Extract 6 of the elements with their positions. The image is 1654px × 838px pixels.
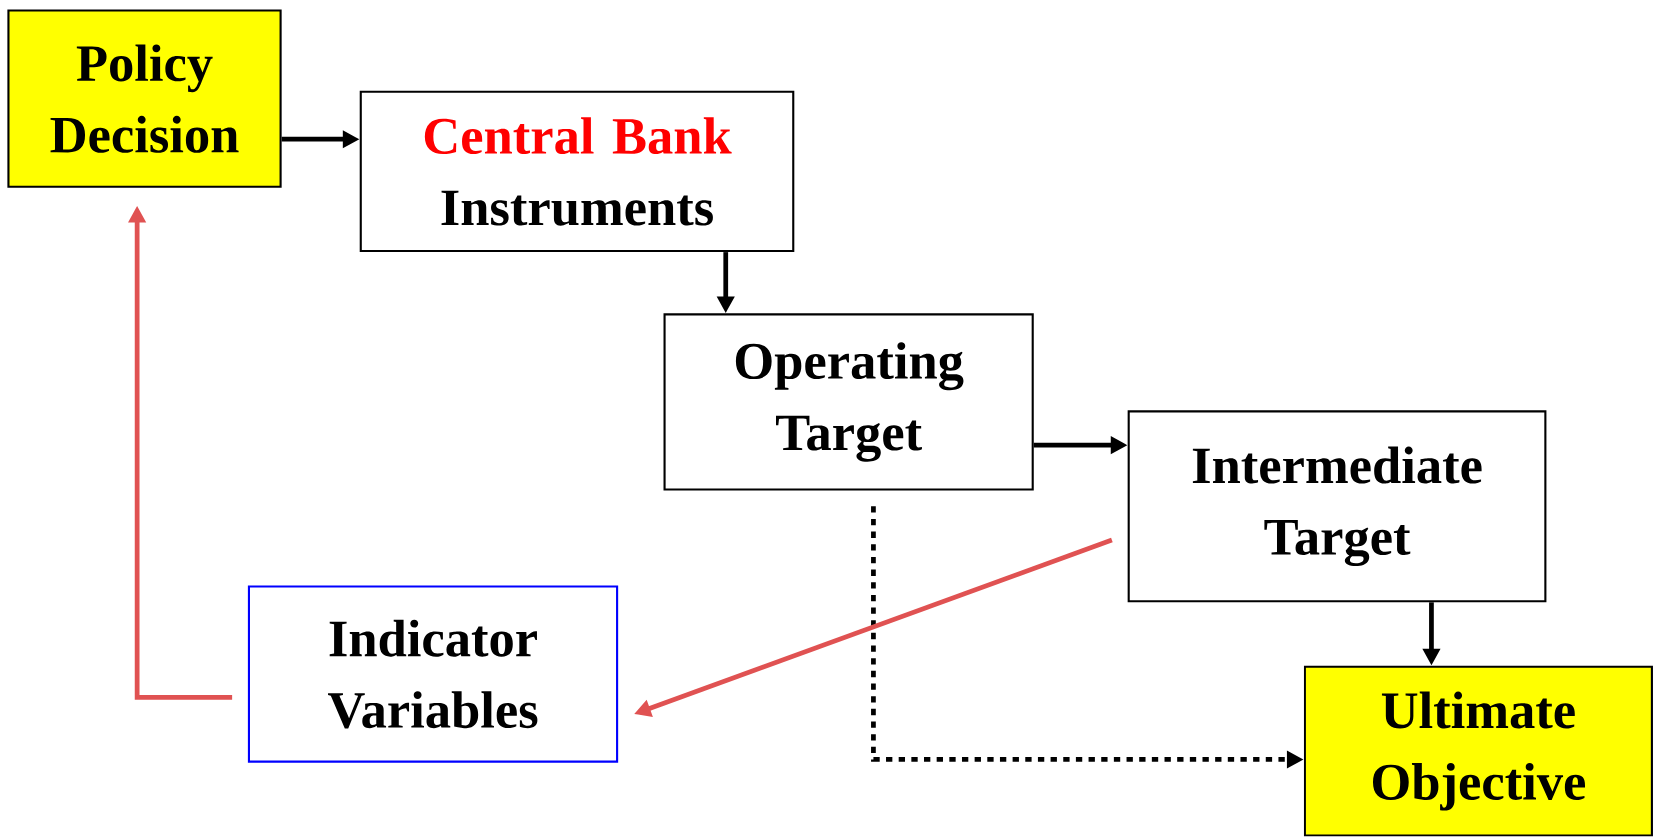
process-box: Intermediate Target [1127,410,1547,603]
process-box: Ultimate Objective [1303,665,1653,837]
process-box: Central Bank Instruments [359,90,795,253]
process-box: Indicator Variables [247,585,619,763]
process-box: Policy Decision [7,9,282,188]
process-box: Operating Target [663,313,1034,491]
